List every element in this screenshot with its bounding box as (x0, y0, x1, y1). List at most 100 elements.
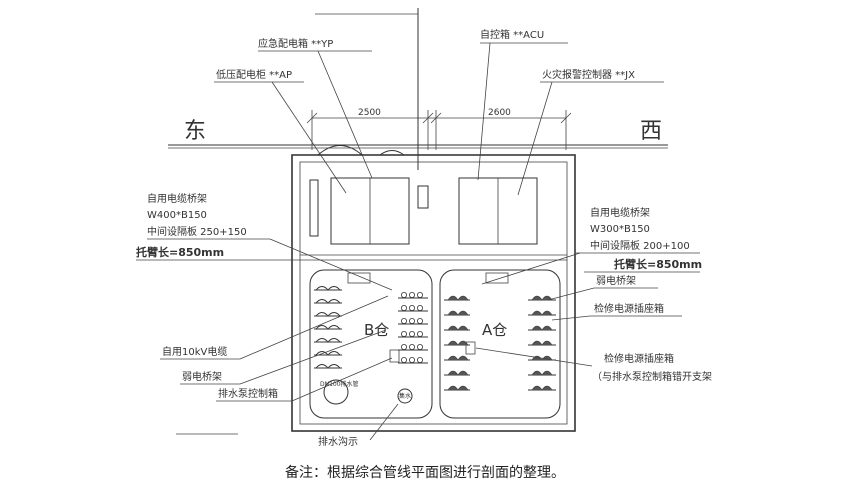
tunnel-structure (291, 145, 576, 432)
a-left-rack-cables (447, 340, 469, 346)
b-right-rack-cable (408, 356, 415, 363)
left-bracket-length: 托臂长=850mm (136, 245, 224, 259)
fire-alarm-controller-label: 火灾报警控制器 **JX (542, 68, 635, 81)
b-left-rack-cables (315, 351, 341, 356)
pump-box-label: 排水泵控制箱 (218, 387, 278, 400)
figure-caption: 备注：根据综合管线平面图进行剖面的整理。 (285, 465, 565, 481)
cable-10kv-label: 自用10kV电缆 (162, 345, 227, 358)
pump-control-box-shape (389, 349, 400, 363)
b-right-rack-cable (416, 330, 423, 337)
a-left-rack-cables (447, 355, 469, 361)
cable-rack-group (314, 286, 556, 391)
b-right-rack-cable (408, 291, 415, 298)
a-left-rack-cables (447, 370, 469, 376)
b-right-rack-cable (400, 291, 407, 298)
a-right-rack-cables (531, 370, 553, 376)
left-callout-group: 自用电缆桥架 W400*B150 中间设隔板 250+150 托臂长=850mm (136, 192, 393, 291)
left-tray-line3: 中间设隔板 250+150 (147, 225, 247, 238)
a-right-rack-cables (531, 295, 553, 301)
a-right-rack-cables (531, 325, 553, 331)
dimension-group: 2500 2600 (306, 108, 572, 150)
emergency-box-label: 应急配电箱 **YP (258, 37, 333, 50)
right-drain-pit (397, 388, 413, 404)
left-tray-line1: 自用电缆桥架 (147, 192, 207, 205)
b-right-rack-cable (416, 356, 423, 363)
a-left-rack-cables (447, 310, 469, 316)
b-left-rack-cables (315, 338, 341, 343)
auto-control-box-label: 自控箱 **ACU (480, 28, 544, 41)
a-right-rack-cables (531, 310, 553, 316)
dimension-slash-4 (560, 112, 572, 124)
right-callout-group: 自用电缆桥架 W300*B150 中间设隔板 200+100 托臂长=850mm… (481, 206, 702, 301)
bottom-cut-leader (369, 403, 399, 441)
left-weak-tray-label: 弱电桥架 (182, 370, 222, 383)
chamber-b-outline (309, 269, 433, 419)
right-bottom-labels: 检修电源插座箱 检修电源插座箱 （与排水泵控制箱错开支架 (475, 302, 712, 383)
socket-box-1-label: 检修电源插座箱 (594, 302, 664, 315)
auto-control-box-shape (417, 185, 429, 209)
emergency-box-leader (317, 50, 373, 179)
right-tray-line1: 自用电缆桥架 (590, 206, 650, 219)
lower-chambers: B仓 A仓 DN100排水管 集水 (309, 269, 561, 419)
b-right-rack-cable (408, 330, 415, 337)
dimension-left-label: 2500 (358, 108, 381, 118)
left-bottom-labels: 自用10kV电缆 弱电桥架 排水泵控制箱 排水沟示 (160, 295, 399, 448)
dimension-slash-1 (306, 112, 318, 124)
upper-cabinets (309, 177, 538, 245)
b-right-rack-cable (400, 304, 407, 311)
left-tray-leader (269, 238, 393, 291)
b-right-rack-cable (408, 304, 415, 311)
emergency-box-shape (309, 179, 319, 237)
right-bracket-length: 托臂长=850mm (614, 257, 702, 271)
bottom-cut-label: 排水沟示 (318, 435, 358, 448)
cable-10kv-leader (239, 295, 389, 360)
direction-west-label: 西 (640, 119, 662, 144)
chamber-b-light (347, 272, 371, 284)
chamber-a-outline (439, 269, 561, 419)
low-voltage-cabinet-label: 低压配电柜 **AP (216, 68, 292, 81)
a-left-rack-cables (447, 295, 469, 301)
left-weak-tray-leader (239, 329, 387, 385)
dimension-slash-3 (430, 112, 442, 124)
socket-box-shape (465, 341, 476, 355)
socket-box-2-note: （与排水泵控制箱错开支架 (592, 370, 712, 383)
low-voltage-cabinet-leader (271, 81, 347, 194)
b-left-rack-cables (315, 299, 341, 304)
top-labels-group: 应急配电箱 **YP 低压配电柜 **AP 自控箱 **ACU 火灾报警控制器 … (214, 8, 664, 196)
auto-control-box-leader (477, 42, 491, 181)
chamber-a-label: A仓 (482, 321, 507, 339)
chamber-a-light (485, 272, 509, 284)
left-pit-label: DN100排水管 (320, 380, 359, 388)
b-left-rack-cables (315, 325, 341, 330)
right-tray-line3: 中间设隔板 200+100 (590, 239, 690, 252)
b-left-rack-cables (315, 364, 341, 369)
b-right-rack-cable (416, 304, 423, 311)
fire-alarm-controller-leader (517, 81, 553, 196)
b-right-rack-cable (408, 343, 415, 350)
b-right-rack-cable (400, 343, 407, 350)
left-tray-line2: W400*B150 (147, 210, 207, 221)
tunnel-inner-wall (299, 161, 568, 425)
b-left-rack-cables (315, 312, 341, 317)
chamber-b-label: B仓 (364, 321, 389, 339)
socket-box-1-leader (551, 315, 591, 321)
dimension-right-label: 2600 (488, 108, 511, 118)
right-weak-tray-label: 弱电桥架 (596, 274, 636, 287)
left-drain-pit (323, 379, 349, 405)
socket-box-2-label: 检修电源插座箱 (604, 352, 674, 365)
manhole-arc-left (317, 145, 363, 156)
right-tray-line2: W300*B150 (590, 224, 650, 235)
b-right-rack-cable (416, 317, 423, 324)
socket-box-2-leader (475, 347, 593, 367)
right-weak-tray-leader (547, 287, 595, 301)
right-pit-label: 集水 (399, 392, 411, 400)
dimension-slash-2 (422, 112, 434, 124)
b-right-rack-cable (408, 317, 415, 324)
b-right-rack-cable (400, 330, 407, 337)
pump-box-leader (291, 357, 393, 402)
a-right-rack-cables (531, 340, 553, 346)
b-right-rack-cable (400, 356, 407, 363)
b-right-rack-cable (416, 291, 423, 298)
direction-east-label: 东 (184, 119, 206, 144)
